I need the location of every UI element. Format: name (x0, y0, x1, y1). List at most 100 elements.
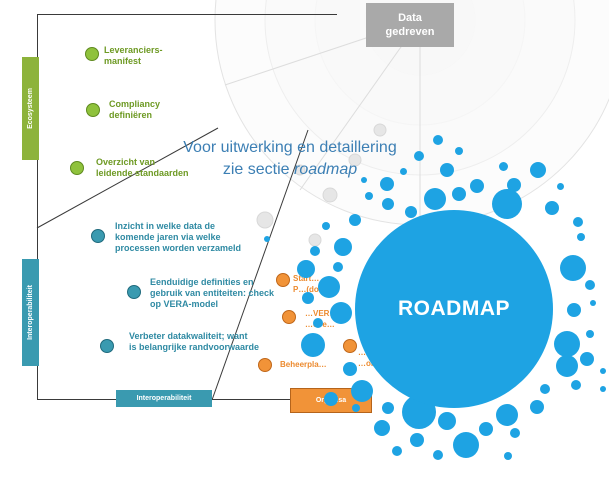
bubble (351, 380, 373, 402)
side-tab-ecosysteem-label: Ecosysteem (27, 88, 35, 129)
bubble (333, 262, 343, 272)
bubble (310, 246, 320, 256)
bubble (540, 384, 550, 394)
data-label-line1: Data (398, 12, 422, 24)
bubble (440, 163, 454, 177)
bubble (374, 420, 390, 436)
orange-dot-3 (258, 358, 272, 372)
green-item-3: Overzicht van leidende standaarden (96, 157, 189, 179)
bubble (365, 192, 373, 200)
bubble (318, 276, 340, 298)
roadmap-label: ROADMAP (398, 297, 510, 320)
bottom-tab-interoperabiliteit-label: Interoperabiliteit (136, 395, 192, 402)
bubble (349, 214, 361, 226)
green-item-3-line1: Overzicht van (96, 157, 156, 167)
bubble (556, 355, 578, 377)
bubble (585, 280, 595, 290)
bubble (433, 450, 443, 460)
bubble (322, 222, 330, 230)
side-tab-ecosysteem: Ecosysteem (22, 57, 39, 160)
callout-line2-emphasis: roadmap (293, 161, 358, 178)
data-gedreven-box: Data gedreven (366, 3, 454, 47)
green-item-3-line2: leidende standaarden (96, 168, 189, 178)
bubble (297, 260, 315, 278)
bottom-tab-interoperabiliteit: Interoperabiliteit (116, 390, 212, 407)
frame-left-line (37, 14, 38, 400)
bubble (392, 446, 402, 456)
bubble (530, 162, 546, 178)
roadmap-circle: ROADMAP (355, 210, 553, 408)
bubble (560, 255, 586, 281)
bubble (530, 400, 544, 414)
bubble (510, 428, 520, 438)
teal-item-3-line1: Verbeter datakwaliteit; want (129, 331, 248, 341)
bubble (361, 177, 367, 183)
bubble (586, 330, 594, 338)
bubble (382, 198, 394, 210)
green-item-1-line2: manifest (104, 56, 142, 66)
bubble (452, 187, 466, 201)
bubble (301, 333, 325, 357)
bubble (590, 300, 596, 306)
bubble (264, 236, 270, 242)
bubble (424, 188, 446, 210)
bubble (470, 179, 484, 193)
frame-top-line (37, 14, 337, 15)
teal-item-1-line3: processen worden verzameld (115, 243, 242, 253)
bubble (453, 432, 479, 458)
bubble (479, 422, 493, 436)
teal-item-3: Verbeter datakwaliteit; want is belangri… (129, 331, 259, 353)
teal-item-2-line3: op VERA-model (150, 299, 219, 309)
green-dot-2 (86, 103, 100, 117)
teal-dot-2 (127, 285, 141, 299)
bubble (382, 402, 394, 414)
orange-item-1: Start… P…(do… (293, 273, 327, 295)
bubble (557, 183, 564, 190)
bubble (600, 386, 606, 392)
teal-dot-3 (100, 339, 114, 353)
callout-line2-prefix: zie sectie (222, 161, 294, 178)
orange-dot-4 (343, 339, 357, 353)
teal-dot-1 (91, 229, 105, 243)
bubble (414, 151, 424, 161)
green-item-1-line1: Leveranciers- (104, 45, 163, 55)
bubble (577, 233, 585, 241)
green-item-1: Leveranciers- manifest (104, 45, 163, 67)
teal-item-1-line2: komende jaren via welke (115, 232, 221, 242)
teal-item-2-line2: gebruik van entiteiten: check (150, 288, 275, 298)
bubble (504, 452, 512, 460)
bubble (343, 362, 357, 376)
green-item-2-line1: Compliancy (109, 99, 161, 109)
teal-item-1-line1: Inzicht in welke data de (115, 221, 216, 231)
bubble (380, 177, 394, 191)
side-tab-interoperabiliteit: Interoperabiliteit (22, 259, 39, 366)
callout-line1: Voor uitwerking en detaillering (183, 139, 397, 156)
data-label-line2: gedreven (385, 26, 435, 38)
orange-dot-1 (276, 273, 290, 287)
bubble (324, 392, 338, 406)
bubble (492, 189, 522, 219)
bubble (302, 292, 314, 304)
bubble (410, 433, 424, 447)
orange-item-1-line2: P…(do… (293, 285, 327, 294)
orange-item-3: Beheerpla… (280, 359, 327, 370)
side-tab-interoperabiliteit-label: Interoperabiliteit (27, 285, 34, 340)
bubble (313, 318, 323, 328)
bubble (600, 368, 606, 374)
bubble (580, 352, 594, 366)
bubble (330, 302, 352, 324)
teal-item-2: Eenduidige definities en gebruik van ent… (150, 277, 274, 310)
bubble (573, 217, 583, 227)
bubble (400, 168, 407, 175)
green-dot-3 (70, 161, 84, 175)
bubble (567, 303, 581, 317)
orange-item-1-line1: Start… (293, 274, 320, 283)
teal-item-3-line2: is belangrijke randvoorwaarde (129, 342, 260, 352)
orange-item-3-line1: Beheerpla… (280, 360, 327, 369)
green-dot-1 (85, 47, 99, 61)
green-item-2: Compliancy definiëren (109, 99, 160, 121)
bubble (571, 380, 581, 390)
bubble (496, 404, 518, 426)
bubble (455, 147, 463, 155)
orange-item-2-line1: …VER… (305, 309, 338, 318)
